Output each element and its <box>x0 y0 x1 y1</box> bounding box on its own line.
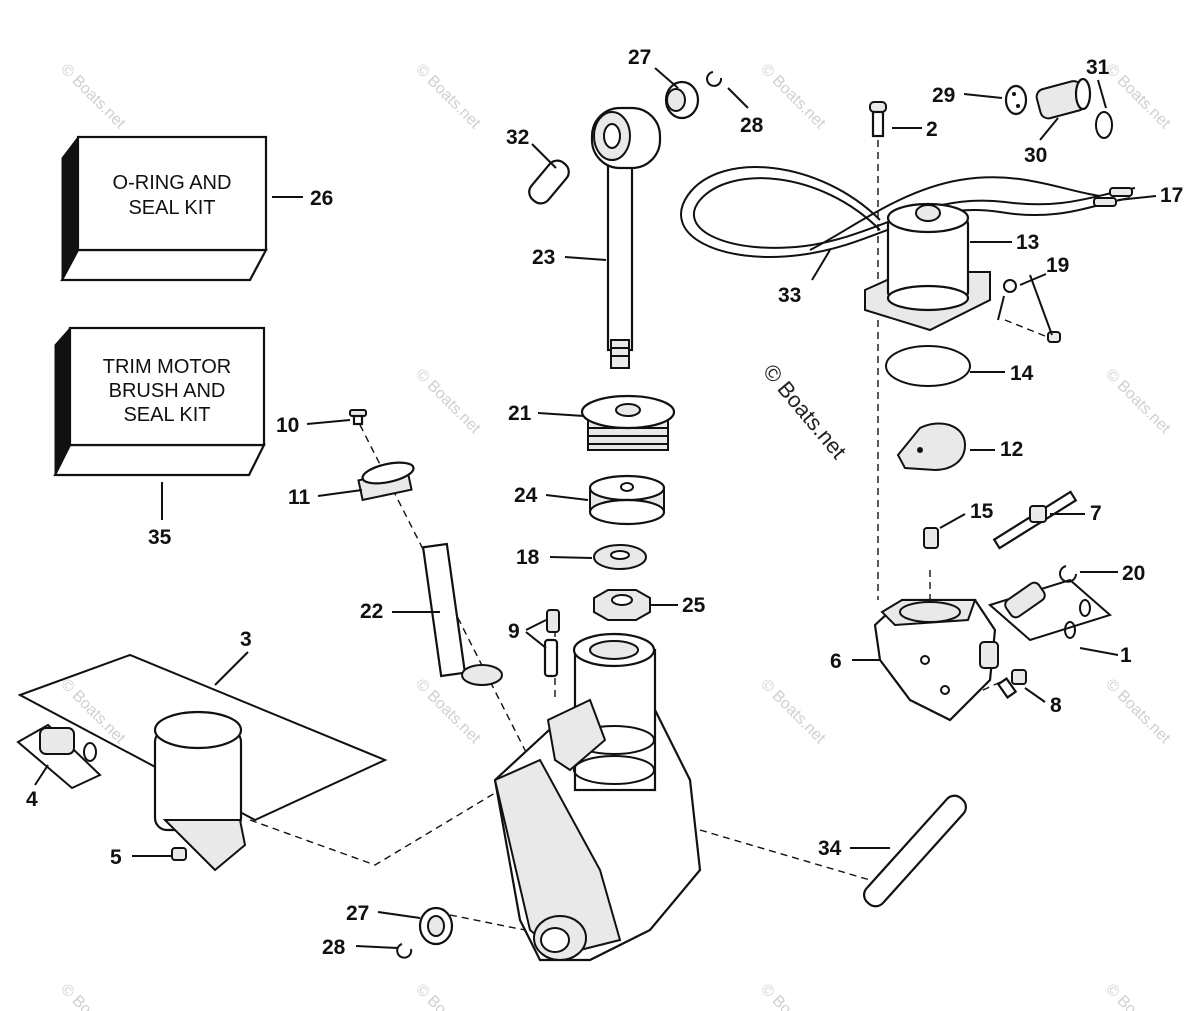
part-21-cap <box>580 394 676 451</box>
part-31-o-ring <box>1095 111 1113 139</box>
kit-26-line-2: SEAL KIT <box>128 197 215 219</box>
callout-24: 24 <box>514 484 538 507</box>
part-33-wire-harness <box>680 166 1136 258</box>
callout-9: 9 <box>508 620 520 643</box>
callout-25: 25 <box>682 594 706 617</box>
part-24-piston <box>588 474 666 526</box>
watermark-tile: © Boats.net <box>1102 676 1174 748</box>
callout-8: 8 <box>1050 694 1062 717</box>
callout-2: 2 <box>926 118 938 141</box>
callout-15: 15 <box>970 500 994 523</box>
watermark-tile: © Boats.net <box>57 981 129 1011</box>
callout-12: 12 <box>1000 438 1023 461</box>
callout-23: 23 <box>532 246 555 269</box>
part-34-pin <box>863 794 967 908</box>
callout-21: 21 <box>508 402 532 425</box>
callout-13: 13 <box>1016 231 1039 254</box>
part-2-screw <box>869 101 887 138</box>
callout-32: 32 <box>506 126 529 149</box>
callout-33: 33 <box>778 284 801 307</box>
kit-35-line-2: BRUSH AND <box>109 380 226 402</box>
part-8-screw <box>996 669 1027 699</box>
part-6-pump <box>873 598 999 722</box>
part-22-tube <box>421 542 503 686</box>
callout-11: 11 <box>288 486 311 509</box>
part-4-filter <box>16 723 102 790</box>
watermark-tile: © Boats.net <box>1102 981 1174 1011</box>
trim-cylinder-housing <box>493 632 702 962</box>
callout-3: 3 <box>240 628 252 651</box>
watermark-tile: © Boats.net <box>412 61 484 133</box>
callout-10: 10 <box>276 414 299 437</box>
watermark-tile: © Boats.net <box>757 61 829 133</box>
callout-6: 6 <box>830 650 842 673</box>
leader-lines <box>34 67 1157 949</box>
kit-26-line-1: O-RING AND <box>113 172 232 194</box>
part-1-gasket <box>987 578 1113 642</box>
watermark-tile: © Boats.net <box>412 676 484 748</box>
watermark-tile: © Boats.net <box>412 981 484 1011</box>
watermark-tile: © Boats.net <box>757 981 829 1011</box>
callout-7: 7 <box>1090 502 1102 525</box>
callout-27-bottom: 27 <box>346 902 369 925</box>
callout-18: 18 <box>516 546 540 569</box>
part-28-ring-top <box>706 71 723 87</box>
part-9-valves <box>543 609 560 678</box>
part-18-washer <box>593 544 647 570</box>
callout-17: 17 <box>1160 184 1183 207</box>
callout-19: 19 <box>1046 254 1069 277</box>
watermark-tile: © Boats.net <box>412 366 484 438</box>
part-30-sleeve <box>1035 77 1092 120</box>
watermark-tile: © Boats.net <box>1102 366 1174 438</box>
callout-34: 34 <box>818 837 842 860</box>
callouts: 1 2 3 4 5 6 7 8 9 10 11 12 13 14 15 17 1… <box>26 46 1183 959</box>
part-32-pin <box>528 159 570 205</box>
part-11-plug <box>357 461 415 502</box>
part-29-washer <box>1004 84 1028 116</box>
watermark-tile: © Boats.net <box>1102 61 1174 133</box>
part-28-ring-bottom <box>396 943 413 959</box>
part-19-clip <box>997 279 1061 343</box>
part-10-valve <box>349 409 367 426</box>
watermark-tile: © Boats.net <box>57 61 129 133</box>
callout-20: 20 <box>1122 562 1145 585</box>
part-12-coupler <box>896 422 967 472</box>
callout-30: 30 <box>1024 144 1047 167</box>
callout-31: 31 <box>1086 56 1110 79</box>
part-25-nut <box>593 589 651 621</box>
callout-27-top: 27 <box>628 46 651 69</box>
part-20-ring <box>1059 565 1077 583</box>
callout-28-top: 28 <box>740 114 764 137</box>
callout-14: 14 <box>1010 362 1034 385</box>
part-13-trim-motor <box>864 202 991 332</box>
part-3-reservoir <box>17 653 388 872</box>
watermark-center: © Boats.net <box>758 359 851 463</box>
part-14-o-ring <box>885 345 971 387</box>
callout-26: 26 <box>310 187 333 210</box>
callout-28-bottom: 28 <box>322 936 346 959</box>
callout-1: 1 <box>1120 644 1132 667</box>
watermark-tile: © Boats.net <box>757 676 829 748</box>
part-15-screw <box>923 527 939 549</box>
kit-35-line-3: SEAL KIT <box>123 404 210 426</box>
part-27-bushing-bottom <box>418 906 454 946</box>
callout-5: 5 <box>110 846 122 869</box>
kit-35-line-1: TRIM MOTOR <box>103 356 232 378</box>
part-27-bushing-top <box>664 80 700 120</box>
part-23-trim-rod <box>590 106 662 369</box>
kit-box-35: TRIM MOTOR BRUSH AND SEAL KIT 35 <box>53 326 266 549</box>
callout-22: 22 <box>360 600 383 623</box>
callout-4: 4 <box>26 788 38 811</box>
callout-35: 35 <box>148 526 172 549</box>
kit-box-26: O-RING AND SEAL KIT 26 <box>60 135 333 282</box>
part-5-screw <box>171 847 187 861</box>
callout-29: 29 <box>932 84 955 107</box>
part-7-bolt <box>992 490 1078 550</box>
